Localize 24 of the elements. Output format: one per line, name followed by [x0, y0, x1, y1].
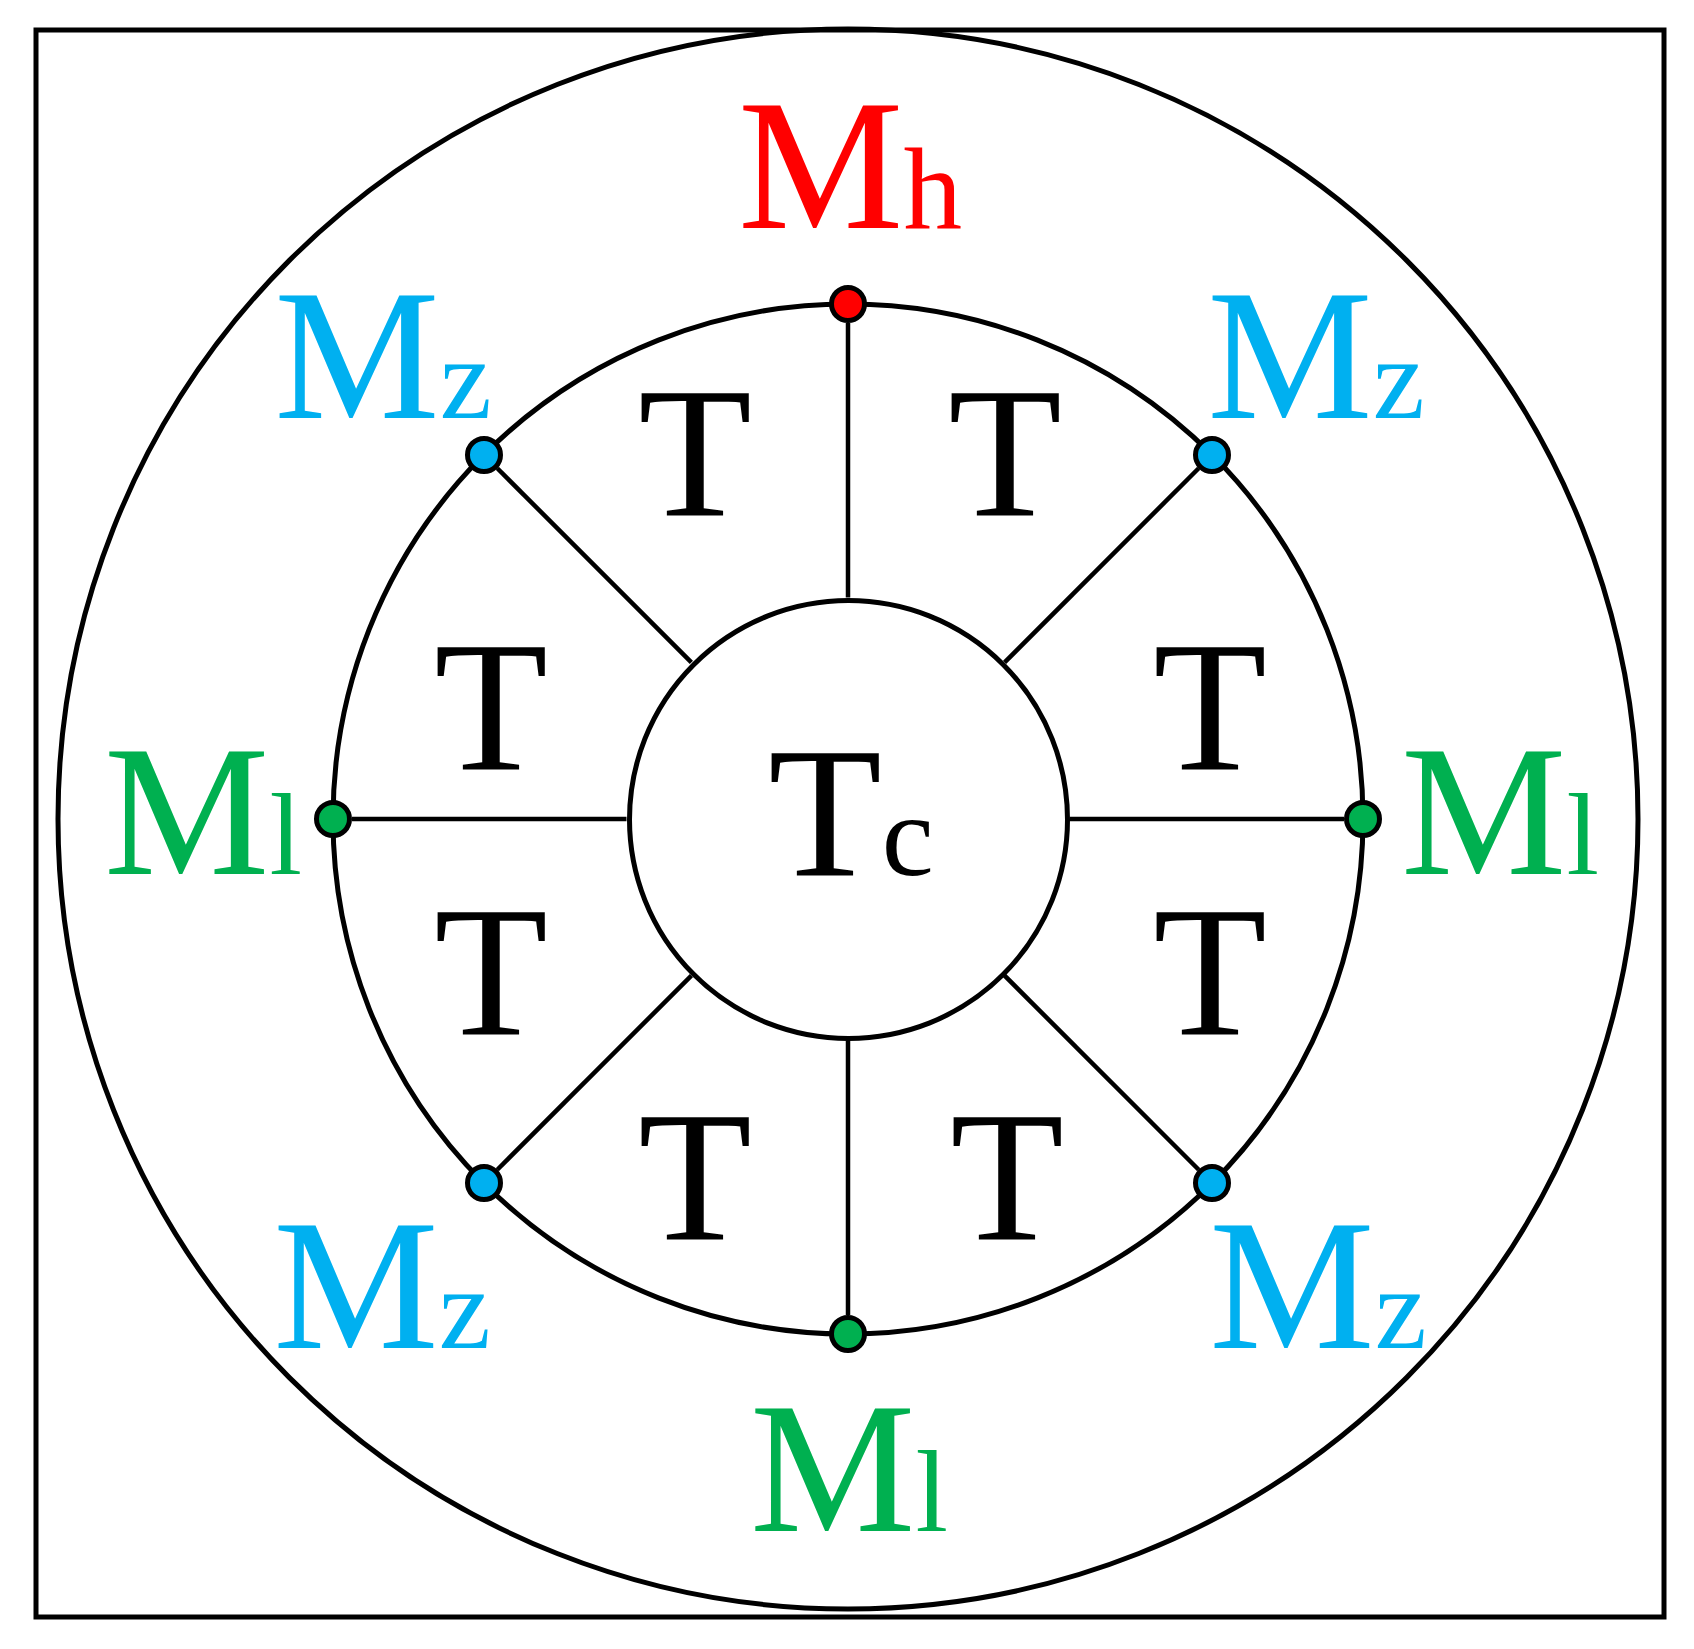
junction-dot: [464, 435, 503, 474]
sector-label: T: [950, 1083, 1064, 1270]
junction-dot: [314, 800, 352, 838]
junction-dot: [1193, 1164, 1232, 1203]
junction-dot: [1344, 800, 1382, 838]
sector-label: T: [1153, 613, 1267, 800]
spoke-line: [495, 974, 693, 1172]
sector-label: T: [1153, 878, 1267, 1065]
spoke-line: [352, 816, 627, 822]
spoke-line: [1003, 974, 1201, 1172]
junction-dot: [1193, 435, 1232, 474]
spoke-line: [845, 323, 851, 598]
junction-dot: [829, 285, 867, 323]
spoke-line: [1003, 466, 1201, 664]
junction-dot: [464, 1164, 503, 1203]
spoke-line: [495, 466, 693, 664]
sector-label: T: [638, 1083, 752, 1270]
spoke-line: [1069, 816, 1344, 822]
sector-label: T: [434, 878, 548, 1065]
sector-label: T: [948, 359, 1062, 546]
sector-label: T: [638, 359, 752, 546]
spoke-line: [845, 1040, 851, 1315]
sector-label: T: [434, 613, 548, 800]
junction-dot: [829, 1315, 867, 1353]
